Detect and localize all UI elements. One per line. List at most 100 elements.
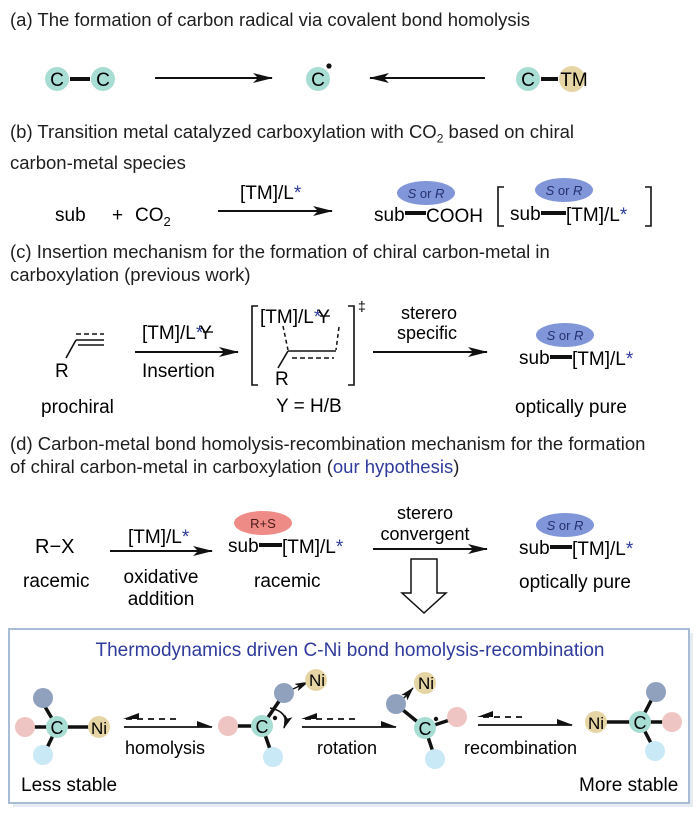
ts-r-group: R [275,369,289,390]
product-sub: sub [519,538,550,559]
product-sub: sub [519,348,550,369]
product-acid: S or R sub COOH [374,181,483,227]
step-rotation: rotation [317,738,377,758]
catalyst-text: [TM]/L [240,183,294,204]
chirality-label: S or R [547,518,584,533]
ts-metal-text: [TM]/L [260,307,314,328]
co2-text: CO [135,205,164,226]
nickel-atom [88,716,110,738]
less-stable-molecule: C Ni [15,688,110,765]
panel-c-heading-line2: carboxylation (previous work) [10,264,251,285]
equilibrium-arrow-homolysis: homolysis [123,713,213,758]
co2-subscript: 2 [164,214,171,229]
step1-line1: oxidative [124,567,199,588]
intermediate-sub: sub [510,204,541,225]
substituent-slate [386,694,406,714]
metal-text: [TM]/L [572,539,626,560]
panel-b-heading-post: based on chiral [443,121,575,142]
substituent-red [447,707,467,727]
carbon-atom [45,67,69,91]
chirality-oval [397,181,455,205]
chirality-label: S or R [546,183,583,198]
panel-b-heading-pre: (b) Transition metal catalyzed carboxyla… [10,121,437,142]
right-bracket [645,186,652,227]
prochiral-alkene: R [55,333,104,382]
radical-dot-icon [433,716,439,722]
ts-metal: [TM]/L*Y [260,307,330,328]
r-label: R [574,328,583,343]
or-label: or [416,186,435,201]
panel-d-scheme: R−X racemic [TM]/L* oxidative addition R… [23,503,634,615]
radical-intermediate-2: C Ni [386,672,467,769]
reagent-y: Y [199,323,212,344]
reagent-text: [TM]/L [142,323,196,344]
bond-line [277,350,289,369]
chiral-star-icon: * [182,527,190,548]
or-label: or [554,183,573,198]
chiral-product: S or R sub [TM]/L* [519,513,634,560]
co2-label: CO2 [135,205,171,229]
carbon-atom [46,716,68,738]
chiral-star-icon: * [314,307,322,328]
catalyst-label: [TM]/L* [128,527,190,548]
rotation-arrow-icon [269,707,293,729]
panel-c-scheme: R prochiral [TM]/L*Y Insertion ‡ [TM]/L*… [41,298,634,418]
dagger-icon: ‡ [358,298,366,314]
intermediate-sub: sub [228,536,259,557]
panel-b-heading-line2: carbon-metal species [10,151,186,173]
optically-pure-label: optically pure [519,572,631,593]
equilibrium-arrow-rotation: rotation [301,713,397,758]
prochiral-label: prochiral [41,397,114,418]
intermediate-metal: [TM]/L* [282,537,344,558]
product-metal: [TM]/L* [572,539,634,560]
panel-d-heading-line2-pre: of chiral carbon-metal in carboxylation … [10,456,333,477]
box-frame [8,628,690,804]
reagent-label: [TM]/L*Y [142,323,212,344]
step1-line2: addition [128,589,195,610]
carbon-atom [516,67,540,91]
intermediate-bracket: S or R sub [TM]/L* [497,178,652,227]
atom-label: C [521,70,535,91]
bond-arrow [401,687,414,701]
insertion-label: Insertion [142,361,215,382]
box-title: Thermodynamics driven C-Ni bond homolysi… [96,640,605,661]
optically-pure-label: optically pure [515,397,627,418]
carboxyl-group: COOH [426,206,483,227]
panel-b-scheme: sub + CO2 [TM]/L* S or R sub COOH S or R… [55,178,652,229]
nickel-label: Ni [588,714,604,733]
s-label: S [547,328,556,343]
transition-state: ‡ [TM]/L*Y R [251,298,366,390]
or-label: or [555,518,574,533]
step-label-line1: sterero [401,303,457,323]
step2-line2: convergent [380,524,469,544]
radical-intermediate-1: C Ni [218,669,327,767]
racemic-intermediate: R+S sub [TM]/L* [228,511,344,558]
step-recombination: recombination [464,738,577,758]
product-sub: sub [374,205,405,226]
homolysis-box: Thermodynamics driven C-Ni bond homolysi… [8,628,693,807]
down-hollow-arrow-icon [400,558,448,615]
ts-y: Y [317,307,330,328]
catalyst-label: [TM]/L* [240,183,302,204]
chirality-label: S or R [408,186,445,201]
atom-label: C [96,70,110,91]
r-label: R [573,183,582,198]
panel-d-heading: (d) Carbon-metal bond homolysis-recombin… [10,432,645,478]
carbon-label: C [51,718,64,738]
chiral-product: S or R sub [TM]/L* [519,323,634,370]
intermediate-metal: [TM]/L* [566,205,628,226]
panel-b-heading: (b) Transition metal catalyzed carboxyla… [10,120,574,174]
substituent-blue [425,749,445,769]
substituent-slate [274,683,294,703]
r-group: R [55,361,69,382]
nickel-label: Ni [418,674,434,693]
substituent-blue [33,745,53,765]
carbon-label: C [634,713,647,733]
chiral-star-icon: * [196,323,204,344]
atom-label: C [311,70,325,91]
substituent-blue [263,747,283,767]
panel-c-heading-line1: (c) Insertion mechanism for the formatio… [10,241,550,262]
product-metal: [TM]/L* [572,349,634,370]
substituent-red [662,712,682,732]
